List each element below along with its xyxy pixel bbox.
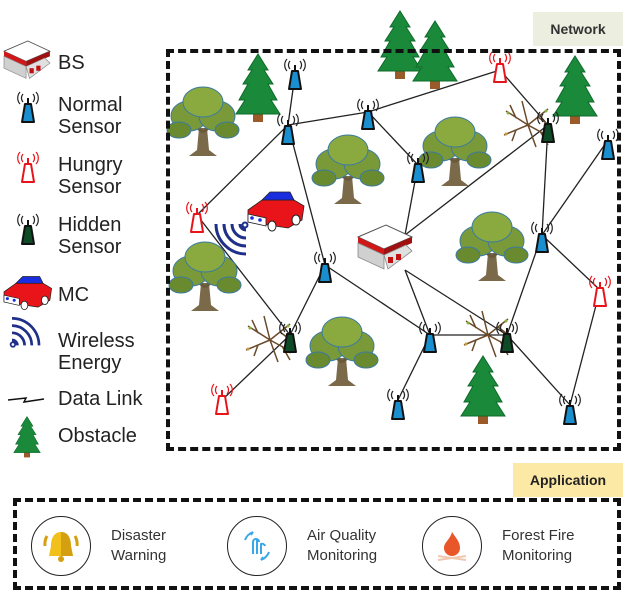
bell-warning-icon xyxy=(31,516,91,576)
link xyxy=(569,289,601,406)
link xyxy=(404,124,549,236)
app-label: Disaster Warning xyxy=(111,527,167,564)
link xyxy=(287,124,326,266)
link xyxy=(196,124,289,216)
app-label: Air Quality Monitoring xyxy=(307,527,378,564)
link xyxy=(541,139,609,236)
air-quality-icon xyxy=(227,516,287,576)
link xyxy=(404,269,431,336)
link xyxy=(324,264,431,336)
legend-label-wireless-energy: Wireless Energy xyxy=(58,330,135,374)
application-title: Application xyxy=(513,463,623,497)
link xyxy=(506,334,571,406)
link xyxy=(367,69,501,113)
network-region xyxy=(166,49,621,451)
link xyxy=(196,214,291,336)
link xyxy=(287,111,369,126)
network-title: Network xyxy=(533,12,623,46)
link xyxy=(367,111,419,166)
legend-data-link-icon xyxy=(7,397,45,403)
legend-label-hidden-sensor: Hidden Sensor xyxy=(58,214,122,258)
legend-label-normal-sensor: Normal Sensor xyxy=(58,94,123,138)
campfire-icon xyxy=(422,516,482,576)
app-item-disaster-warning: Disaster Warning xyxy=(31,516,166,576)
legend: BS Normal Sensor Hungry Sensor Hidden Se… xyxy=(0,0,165,460)
legend-label-obstacle: Obstacle xyxy=(58,425,137,447)
link xyxy=(221,334,291,401)
app-item-forest-fire: Forest Fire Monitoring xyxy=(422,516,575,576)
app-label: Forest Fire Monitoring xyxy=(502,527,575,564)
legend-label-bs: BS xyxy=(58,52,85,74)
app-item-air-quality: Air Quality Monitoring xyxy=(227,516,377,576)
application-region: Disaster Warning Air Quality Monitoring … xyxy=(13,498,621,590)
legend-label-mc: MC xyxy=(58,284,90,306)
legend-label-data-link: Data Link xyxy=(58,388,143,410)
link xyxy=(404,269,508,336)
legend-label-hungry-sensor: Hungry Sensor xyxy=(58,154,123,198)
